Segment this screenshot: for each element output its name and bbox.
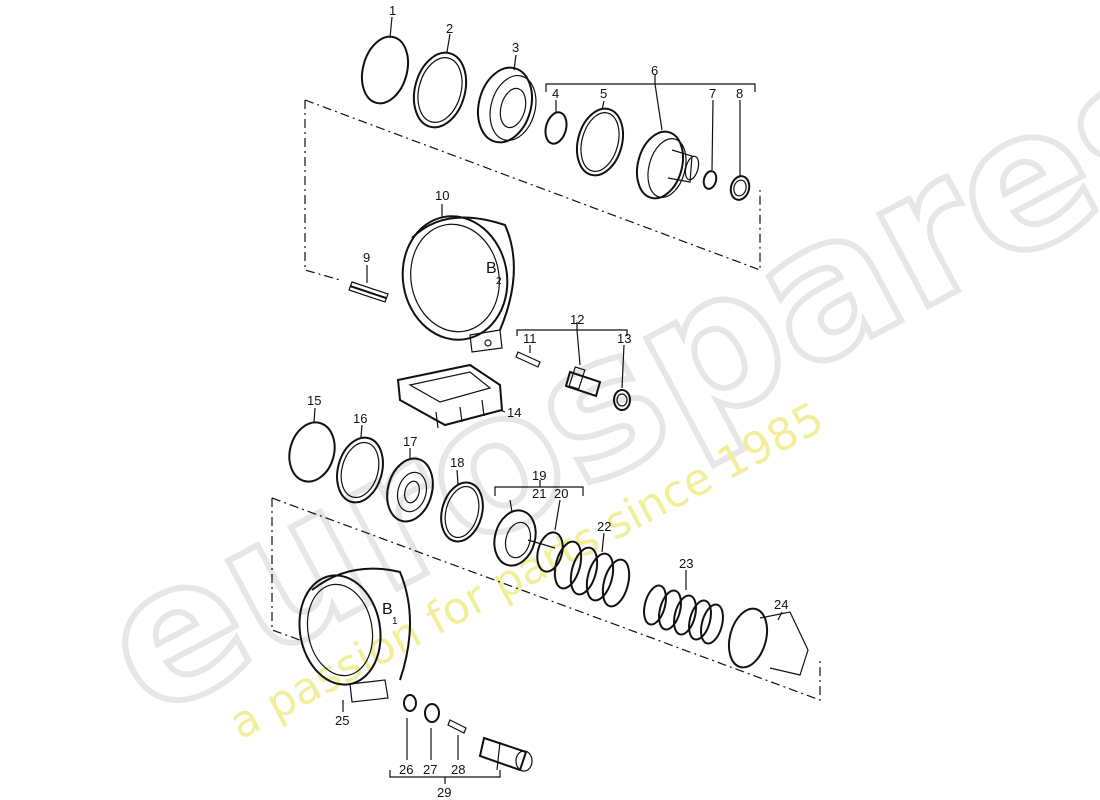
part-12-valve bbox=[564, 366, 602, 398]
part-22-large-spring bbox=[553, 532, 631, 608]
callout-12: 12 bbox=[570, 312, 584, 327]
callout-25: 25 bbox=[335, 713, 349, 728]
band-b2-label: B 2 bbox=[486, 260, 502, 287]
bracket-group-29 bbox=[389, 770, 501, 784]
callout-14: 14 bbox=[507, 405, 521, 420]
callout-1: 1 bbox=[389, 3, 396, 18]
callout-8: 8 bbox=[736, 86, 743, 101]
callout-24: 24 bbox=[774, 597, 788, 612]
callout-13: 13 bbox=[617, 331, 631, 346]
bracket-group-19 bbox=[494, 480, 584, 496]
part-21-piston-cup bbox=[493, 499, 556, 567]
callout-7: 7 bbox=[709, 86, 716, 101]
svg-text:B: B bbox=[486, 260, 497, 277]
part-26-washer bbox=[403, 694, 417, 760]
lower-assembly-outline bbox=[271, 497, 821, 701]
callout-19: 19 bbox=[532, 468, 546, 483]
part-15-snap-ring bbox=[288, 407, 336, 483]
part-24-cover bbox=[727, 607, 809, 676]
callout-23: 23 bbox=[679, 556, 693, 571]
svg-text:1: 1 bbox=[392, 616, 398, 627]
part-6-piston bbox=[635, 130, 700, 200]
callout-10: 10 bbox=[435, 188, 449, 203]
part-18-ring bbox=[440, 469, 484, 543]
callout-4: 4 bbox=[552, 86, 559, 101]
part-7-o-ring bbox=[702, 99, 718, 190]
watermark: eurospares a passion for parts since 198… bbox=[64, 0, 1100, 763]
callout-labels: 1 2 3 6 4 5 7 8 10 9 12 11 13 14 15 16 1… bbox=[307, 3, 788, 800]
bracket-group-6 bbox=[545, 75, 756, 131]
watermark-brand: eurospares bbox=[67, 1, 1100, 760]
part-14-bracket-housing bbox=[396, 363, 506, 429]
part-13-washer bbox=[613, 344, 631, 411]
svg-text:B: B bbox=[382, 601, 393, 618]
bracket-group-12 bbox=[516, 322, 628, 366]
part-29-piston-screw bbox=[478, 736, 533, 772]
band-b1-label: B 1 bbox=[382, 601, 398, 627]
part-2-ring bbox=[412, 33, 468, 129]
part-25-brake-band-b1 bbox=[298, 567, 411, 712]
part-20-disc bbox=[536, 499, 564, 573]
callout-27: 27 bbox=[423, 762, 437, 777]
part-27-washer bbox=[424, 703, 440, 760]
part-1-snap-ring bbox=[360, 16, 410, 105]
callout-11: 11 bbox=[523, 331, 537, 346]
part-16-ring bbox=[336, 424, 384, 504]
callout-9: 9 bbox=[363, 250, 370, 265]
part-23-small-spring bbox=[643, 570, 724, 645]
part-28-pin bbox=[447, 719, 467, 760]
callout-28: 28 bbox=[451, 762, 465, 777]
callout-29: 29 bbox=[437, 785, 451, 800]
callout-22: 22 bbox=[597, 519, 611, 534]
callout-21: 21 bbox=[532, 486, 546, 501]
part-11-pin bbox=[515, 345, 541, 368]
svg-text:2: 2 bbox=[496, 276, 502, 287]
callout-5: 5 bbox=[600, 86, 607, 101]
part-8-retaining-ring bbox=[729, 100, 751, 201]
part-9-pin bbox=[348, 265, 389, 303]
callout-26: 26 bbox=[399, 762, 413, 777]
callout-17: 17 bbox=[403, 434, 417, 449]
callout-18: 18 bbox=[450, 455, 464, 470]
part-17-seal bbox=[386, 448, 434, 523]
callout-16: 16 bbox=[353, 411, 367, 426]
callout-15: 15 bbox=[307, 393, 321, 408]
part-10-brake-band-b2 bbox=[401, 204, 515, 353]
callout-6: 6 bbox=[651, 63, 658, 78]
part-5-ring bbox=[575, 100, 625, 177]
callout-20: 20 bbox=[554, 486, 568, 501]
part-4-small-ring bbox=[544, 100, 568, 145]
part-3-seal bbox=[477, 54, 537, 144]
callout-3: 3 bbox=[512, 40, 519, 55]
upper-assembly-outline bbox=[304, 99, 761, 281]
callout-2: 2 bbox=[446, 21, 453, 36]
